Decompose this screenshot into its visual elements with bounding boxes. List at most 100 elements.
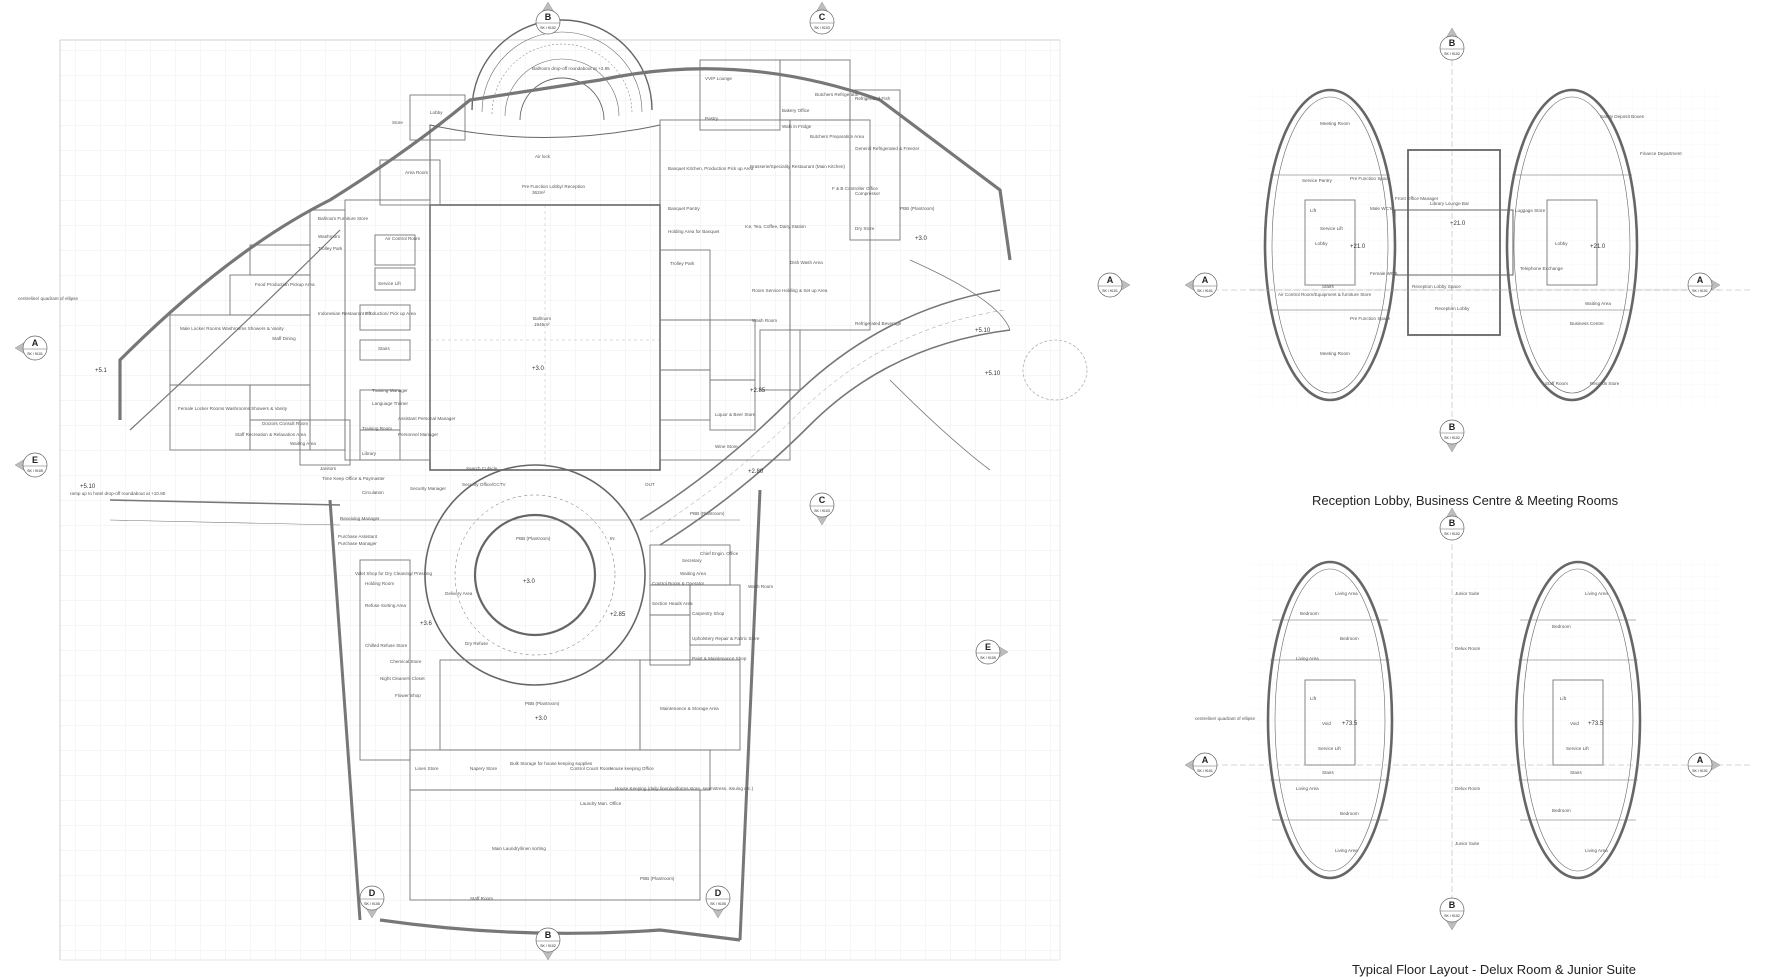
- section-marker-letter: A: [1107, 275, 1114, 285]
- lobby-label: Lobby: [430, 110, 443, 115]
- typical-void-1: Void: [1322, 721, 1331, 726]
- typical-stairs-1: Stairs: [1322, 770, 1334, 775]
- section-marker-sheet: SK / 9105: [980, 656, 996, 660]
- typical-lift-1: Lift: [1310, 696, 1317, 701]
- reception-staff-room-label: Staff Room: [1545, 381, 1568, 386]
- section-marker-letter: D: [369, 888, 376, 898]
- napery-store-label: Napery Store: [470, 766, 498, 771]
- section-marker-letter: A: [1202, 275, 1209, 285]
- main-plan-grid: [59, 39, 1061, 961]
- compressor-label: Compressor: [855, 191, 880, 196]
- general-refrigerated-label: General Refrigerated & Freezer: [855, 146, 920, 151]
- business-centre-label: Business Centre: [1570, 321, 1604, 326]
- vvip-lounge-label: VVIP Lounge: [705, 76, 732, 81]
- dry-store-label: Dry Store: [855, 226, 875, 231]
- typical-bedroom-3: Bedroom: [1340, 811, 1359, 816]
- building-outline: [118, 67, 1012, 942]
- banquet-pantry-label: Banquet Pantry: [668, 206, 700, 211]
- wine-store-label: Wine Store: [715, 444, 738, 449]
- linen-store-label: Linen Store: [415, 766, 439, 771]
- typical-void-2: Void: [1570, 721, 1579, 726]
- section-marker-d: D SK / 9105: [359, 885, 385, 919]
- section-marker-sheet: SK / 9102: [540, 26, 556, 30]
- typical-plan-caption: Typical Floor Layout - Delux Room & Juni…: [1352, 962, 1636, 977]
- wash-room-2-label: Wash Room: [748, 584, 773, 589]
- bakery-office-label: Bakery Office: [782, 108, 810, 113]
- level-ramp: +5.10: [80, 484, 96, 490]
- level-road-1: +2.85: [750, 388, 766, 394]
- reception-lobby-right-label: Lobby: [1555, 241, 1568, 246]
- level-east-1: +5.10: [975, 328, 991, 334]
- paint-label: Paint & Maintenance Shop: [692, 656, 747, 661]
- section-marker-a: ASK / 9101: [1097, 272, 1131, 298]
- section-heads-label: Section Heads Area: [652, 601, 693, 606]
- section-marker-letter: C: [819, 12, 826, 22]
- pre-function-space-2-label: Pre Function Space: [1350, 316, 1391, 321]
- section-marker-c: CSK / 9103: [809, 492, 835, 526]
- banquet-kitchen-label: Banquet Kitchen, Production Pick up Area: [668, 166, 754, 171]
- section-marker-sheet: SK / 9105: [364, 902, 380, 906]
- reception-lobby-space-label: Reception Lobby Space: [1412, 284, 1461, 289]
- level-lower: +3.0: [535, 716, 548, 722]
- reception-level-3: +21.0: [1590, 244, 1606, 250]
- fb-controller-label: F & B Controller Office: [832, 186, 878, 191]
- section-marker-letter: B: [1449, 518, 1456, 528]
- ballroom-label: Ballroom: [533, 316, 551, 321]
- pbb-roundabout-label: PBB (Plantroom): [516, 536, 551, 541]
- level-delivery: +3.6: [420, 621, 433, 627]
- house-keeping-area-label: House Keeping (daily linen/uniforms stor…: [615, 786, 754, 791]
- library-lounge-label: Library Lounge Bar: [1430, 201, 1470, 206]
- training-room-label: Training Room: [362, 426, 392, 431]
- level-ballroom: +3.0: [532, 366, 545, 372]
- secretary-label: Secretary: [682, 558, 702, 563]
- section-marker-letter: E: [985, 642, 991, 652]
- reception-stairs-label: Stairs: [1322, 284, 1334, 289]
- reception-service-lift-label: Service Lift: [1320, 226, 1343, 231]
- library-label: Library: [362, 451, 377, 456]
- female-wc-label: Female WC's: [1370, 271, 1398, 276]
- typical-bedroom-2: Bedroom: [1340, 636, 1359, 641]
- chilled-refuse-label: Chilled Refuse Store: [365, 643, 408, 648]
- typical-living-area-1: Living Area: [1335, 591, 1358, 596]
- section-marker-a: A SK / 9101: [1184, 272, 1218, 298]
- level-kitchen: +3.0: [915, 236, 928, 242]
- store-label: Store: [392, 120, 403, 125]
- waiting-area-2-label: Waiting Area: [680, 571, 706, 576]
- typical-living-area-6: Living Area: [1585, 848, 1608, 853]
- section-marker-d: D SK / 9105: [705, 885, 731, 919]
- section-marker-letter: B: [1449, 900, 1456, 910]
- carpentry-label: Carpentry Shop: [692, 611, 725, 616]
- staff-room-label: Staff Room: [470, 896, 493, 901]
- records-store-label: Records Store: [1590, 381, 1620, 386]
- section-marker-letter: B: [545, 930, 552, 940]
- luggage-store-label: Luggage Store: [1515, 208, 1546, 213]
- reception-meeting-room-label: Meeting Room: [1320, 121, 1350, 126]
- section-marker-sheet: SK / 9101: [1197, 289, 1213, 293]
- pbb-lower-label: PBB (Plantroom): [525, 701, 560, 706]
- left-wing-rooms: [169, 94, 466, 466]
- assistant-manager-label: Assistant Personal Manager: [398, 416, 456, 421]
- section-marker-letter: A: [1202, 755, 1209, 765]
- section-marker-letter: A: [32, 338, 39, 348]
- section-marker-sheet: SK / 9101: [27, 352, 43, 356]
- janitors-label: Janitors: [320, 466, 337, 471]
- main-laundry-label: Main Laundry/linen sorting: [492, 846, 546, 851]
- laundry-manager-label: Laundry Man. Office: [580, 801, 622, 806]
- main-plan: Ballroom drop-off roundabout at +2.85 Ba…: [18, 19, 1088, 961]
- section-marker-letter: D: [715, 888, 722, 898]
- level-east-2: +5.10: [985, 371, 1001, 377]
- wash-room-label: Wash Room: [752, 318, 777, 323]
- section-marker-sheet: SK / 9102: [1444, 914, 1460, 918]
- maintenance-storage-label: Maintenance & Storage Area: [660, 706, 719, 711]
- section-marker-sheet: SK / 9101: [1692, 289, 1708, 293]
- road-in-label: IN: [610, 536, 615, 541]
- section-marker-sheet: SK / 9105: [710, 902, 726, 906]
- typical-living-area-4: Living Area: [1335, 848, 1358, 853]
- security-manager-label: Security Manager: [410, 486, 446, 491]
- section-marker-sheet: SK / 9102: [1444, 52, 1460, 56]
- typical-service-lift-1: Service Lift: [1318, 746, 1341, 751]
- reception-lift-label: Lift: [1310, 208, 1317, 213]
- section-marker-letter: A: [1697, 275, 1704, 285]
- ice-tea-label: Ice, Tea, Coffee, Dairy Station: [745, 224, 806, 229]
